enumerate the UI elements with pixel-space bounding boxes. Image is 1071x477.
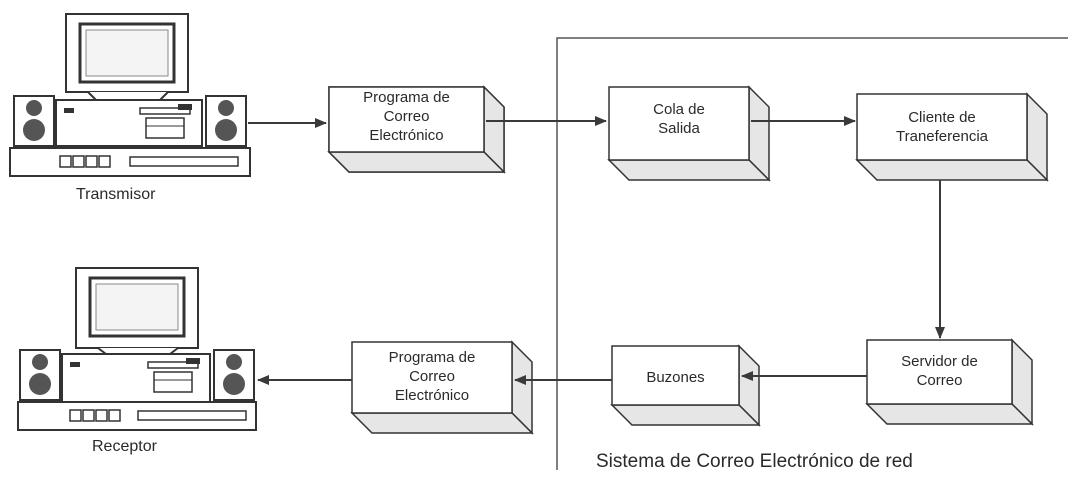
email-program-bottom-line-3: Electrónico (394, 387, 470, 404)
output-queue-label: Cola de Salida (609, 100, 749, 138)
box-output-queue (607, 85, 771, 182)
email-program-bottom-label: Programa de Correo Electrónico (352, 348, 512, 405)
email-program-bottom-line-1: Programa de (388, 349, 476, 366)
box-email-program-bottom (350, 340, 534, 435)
mail-server-line-1: Servidor de (901, 353, 978, 370)
email-program-top-line-2: Correo (383, 108, 430, 125)
box-transfer-client (855, 92, 1049, 182)
transfer-client-line-2: Traneferencia (896, 128, 988, 145)
mail-server-label: Servidor de Correo (867, 352, 1012, 390)
network-system-boundary (556, 37, 1068, 470)
box-mail-server (865, 338, 1034, 426)
box-mailboxes (610, 344, 761, 427)
email-program-top-line-1: Programa de (363, 89, 450, 106)
receiver-computer-icon (17, 267, 257, 431)
transfer-client-line-1: Cliente de (908, 109, 976, 126)
receiver-caption: Receptor (92, 438, 157, 455)
output-queue-line-1: Cola de (653, 101, 705, 118)
email-program-top-line-3: Electrónico (369, 127, 444, 144)
email-program-bottom-line-2: Correo (409, 368, 455, 385)
email-program-top-label: Programa de Correo Electrónico (329, 88, 484, 145)
output-queue-line-2: Salida (658, 120, 700, 137)
mailboxes-label: Buzones (612, 368, 739, 387)
mailboxes-line-1: Buzones (646, 369, 705, 386)
transfer-client-label: Cliente de Traneferencia (857, 108, 1027, 146)
mail-server-line-2: Correo (916, 372, 963, 389)
network-system-caption: Sistema de Correo Electrónico de red (596, 451, 913, 472)
sender-caption: Transmisor (76, 186, 156, 203)
box-email-program-top (327, 85, 506, 174)
sender-computer-icon (9, 13, 251, 177)
